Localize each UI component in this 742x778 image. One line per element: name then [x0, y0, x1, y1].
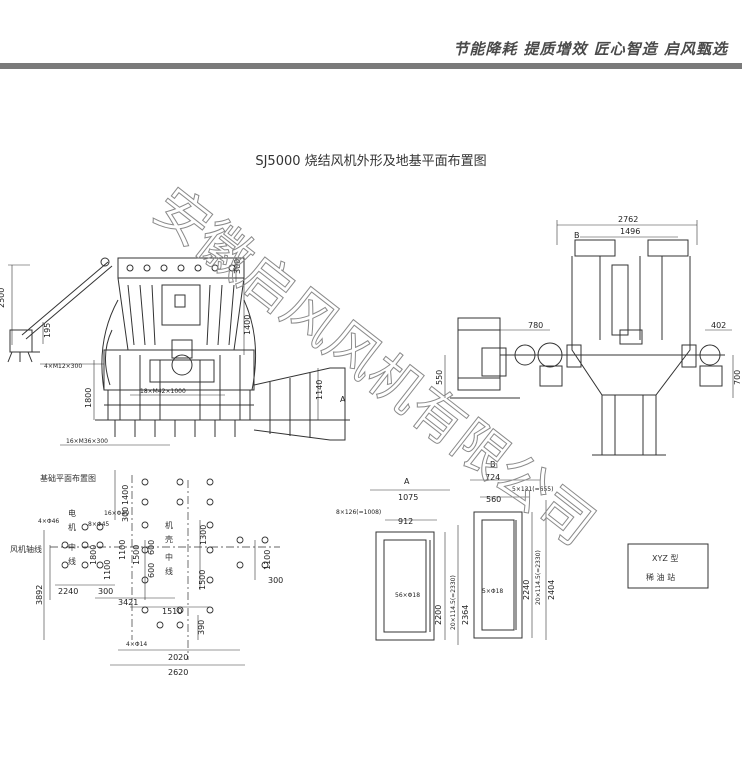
dim-f-1500b: 1500: [198, 570, 207, 590]
legend-line1: XYZ 型: [652, 554, 678, 563]
dim-f-2240: 2240: [58, 587, 78, 596]
dim-f-600b: 600: [147, 563, 156, 578]
dim-1140: 1140: [315, 380, 324, 400]
dim-2500: 2500: [0, 288, 6, 308]
dim-f-2020: 2020: [168, 653, 188, 662]
dim-550: 550: [435, 370, 444, 385]
plans-labels: A B 1075 724 560 5×131(=655) 8×126(=1008…: [336, 460, 556, 630]
dim-p-1075: 1075: [398, 493, 418, 502]
label-motor-2: 机: [68, 522, 76, 532]
dim-f-4: 4×Φ46: [38, 518, 59, 525]
label-motor-center-1: 中: [68, 542, 76, 552]
legend-box: [627, 543, 709, 589]
dim-f-3892: 3892: [35, 585, 44, 605]
dim-p-2364: 2364: [461, 605, 470, 625]
dim-f-3421: 3421: [118, 598, 138, 607]
dim-f-1400: 1400: [121, 485, 130, 505]
dim-f-2620: 2620: [168, 668, 188, 677]
label-motor-center-2: 线: [68, 556, 76, 566]
dim-p-5: 5×Φ18: [482, 588, 503, 595]
dim-m42: 18×M42×1000: [140, 388, 186, 395]
dim-f-300a: 300: [121, 507, 130, 522]
dim-f-1100b: 1100: [103, 560, 112, 580]
dim-p-724: 724: [485, 473, 500, 482]
dim-402: 402: [711, 321, 726, 330]
dim-1800: 1800: [84, 388, 93, 408]
dim-p-560: 560: [486, 495, 501, 504]
foundation-labels: 基础平面布置图 电 机 中 线 风机轴线 机 壳 中 线 1400 300 16…: [10, 473, 283, 677]
slogan-banner: 节能降耗 提质增效 匠心智造 启风甄选: [453, 40, 728, 58]
marker-a-main: A: [340, 395, 346, 404]
dim-p-2404: 2404: [547, 580, 556, 600]
foundation-plan: [43, 470, 280, 666]
dim-p-20b: 20×114.5(=2330): [535, 550, 542, 605]
dim-f-390: 390: [197, 620, 206, 635]
dim-700: 700: [733, 370, 742, 385]
fan-front-view: [7, 257, 350, 446]
dim-p-8x126: 8×126(=1008): [336, 509, 381, 516]
dim-m36: 16×M36×300: [66, 438, 108, 445]
label-shell-center-2: 线: [165, 566, 173, 576]
dim-f-1300: 1300: [199, 525, 208, 545]
dim-f-300c: 300: [268, 576, 283, 585]
fan-side-view: [444, 220, 734, 456]
side-view-dimensions: 2762 1496 B 780 402 550 700: [435, 215, 742, 385]
legend-line2: 稀 油 站: [646, 572, 675, 582]
dim-p-2240: 2240: [522, 580, 531, 600]
plans-a-b: [370, 479, 547, 645]
dim-f-1510: 1510: [162, 607, 182, 616]
dim-p-20a: 20×114.5(=2330): [450, 575, 457, 630]
marker-b-side: B: [574, 231, 580, 240]
dim-f-1100c: 1100: [263, 550, 272, 570]
dim-195: 195: [43, 323, 52, 338]
dim-p-5x131: 5×131(=655): [512, 486, 553, 493]
header-divider: [0, 63, 742, 69]
label-shell-2: 壳: [165, 534, 173, 544]
dim-1400: 1400: [243, 315, 252, 335]
company-watermark: 安徽启风风机有限公司: [142, 176, 606, 558]
dim-p-2200: 2200: [434, 605, 443, 625]
dim-f-1800: 1800: [89, 545, 98, 565]
dim-f-8: 8×Φ45: [88, 521, 109, 528]
foundation-title: 基础平面布置图: [40, 473, 96, 483]
dim-f-600a: 600: [147, 540, 156, 555]
label-shell-1: 机: [165, 520, 173, 530]
dim-p-912: 912: [398, 517, 413, 526]
drawing-title: SJ5000 烧结风机外形及地基平面布置图: [255, 154, 487, 169]
dim-m12: 4×M12×300: [44, 363, 82, 370]
dim-f-4b: 4×Φ14: [126, 641, 147, 648]
marker-a-plan: A: [404, 477, 410, 486]
dim-f-16: 16×Φ40: [104, 510, 129, 517]
label-shell-center-1: 中: [165, 552, 173, 562]
main-view-dimensions: 2500 195 4×M12×300 300 1400 1800 1140 18…: [0, 259, 346, 445]
dim-2762: 2762: [618, 215, 638, 224]
dim-300-top: 300: [233, 259, 242, 274]
dim-p-56: 56×Φ18: [395, 592, 420, 599]
dim-780: 780: [528, 321, 543, 330]
dim-f-300b: 300: [98, 587, 113, 596]
marker-b-plan: B: [490, 460, 496, 469]
dim-f-1500: 1500: [132, 545, 141, 565]
label-fan-axis: 风机轴线: [10, 544, 42, 554]
dim-f-1100a: 1100: [118, 540, 127, 560]
label-motor-1: 电: [68, 508, 76, 518]
dim-1496: 1496: [620, 227, 640, 236]
